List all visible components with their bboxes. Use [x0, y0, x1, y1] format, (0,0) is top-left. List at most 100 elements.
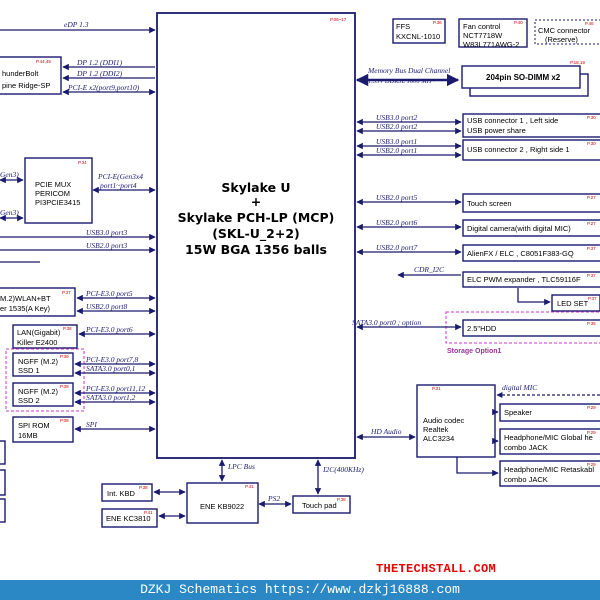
edp-label: eDP 1.3 [64, 20, 89, 29]
pcie78-label: PCI-E3.0 port7,8 [85, 355, 139, 364]
usb2-port2-label: USB2.0 port2 [376, 122, 418, 131]
storage-option-label: Storage Option1 [447, 348, 502, 355]
hd-audio-label: HD Audio [370, 427, 402, 436]
kc3810-page-ref: P.41 [144, 510, 153, 515]
wlan-label-1: M.2)WLAN+BT [0, 294, 51, 303]
so-dimm-front [461, 65, 581, 89]
wlan-label-2: er 1535(A Key) [0, 304, 51, 313]
pcie-mux-label-2: PERICOM [35, 189, 70, 198]
ssd1-page-ref: P.39 [60, 354, 69, 359]
fan-control-label-1: Fan control [463, 22, 501, 31]
ssd2-label-1: NGFF (M.2) [18, 387, 58, 396]
thunderbolt-label-1: hunderBolt [2, 69, 39, 78]
usb2-port6-label: USB2.0 port6 [376, 218, 418, 227]
i2c-label: I2C(400KHz) [322, 465, 364, 474]
usb2-port3-label: USB2.0 port3 [86, 241, 128, 250]
audio-codec-label-2: Realtek [423, 425, 449, 434]
thunderbolt-label-2: pine Ridge-SP [2, 81, 50, 90]
ssd1-label-1: NGFF (M.2) [18, 357, 58, 366]
digital-mic-label: digital MIC [502, 383, 538, 392]
int-kbd-page-ref: P.38 [139, 485, 148, 490]
pcie6-label: PCI-E3.0 port6 [85, 325, 133, 334]
sata01-label: SATA3.0 port0,1 [86, 364, 135, 373]
thunderbolt-page-ref: P.44,45 [36, 59, 51, 64]
elc-pwm-block [462, 271, 600, 288]
footer-banner[interactable]: DZKJ Schematics https://www.dzkj16888.co… [0, 580, 600, 600]
alienfx-page-ref: P.37 [587, 246, 596, 251]
cpu-block [156, 12, 356, 459]
alienfx-block [462, 244, 600, 262]
audio-codec-label-1: Audio codec [423, 416, 465, 425]
memory-bus-label-1: Memory Bus Dual Channel [367, 66, 450, 75]
pcie-mux-label-1: PCIE MUX [35, 180, 71, 189]
usb3-port1-label: USB3.0 port1 [376, 137, 417, 146]
left-edge-box-1 [0, 440, 6, 465]
camera-block [462, 219, 600, 237]
pcie-mux-label-3: PI3PCIE3415 [35, 198, 80, 207]
spi-rom-label-2: 16MB [18, 431, 38, 440]
pcie-mux-block [24, 157, 93, 224]
headphone-2-block [499, 460, 600, 487]
cpu-plus: + [251, 194, 261, 209]
elc-pwm-label: ELC PWM expander , TLC59116F [467, 275, 581, 284]
memory-bus-label-2: 1.35V DDR3L 1600 MH~ [368, 78, 435, 85]
ssd1-label-2: SSD 1 [18, 366, 40, 375]
audio-codec-page-ref: P.31 [432, 386, 441, 391]
headphone-1-page-ref: P.29 [587, 430, 596, 435]
touch-screen-label: Touch screen [467, 199, 512, 208]
audio-codec-label-3: ALC3234 [423, 434, 454, 443]
left-edge-box-2 [0, 469, 6, 496]
usb-connector-2-block [462, 139, 600, 161]
spi-rom-block [12, 416, 74, 443]
cpu-title: Skylake U [221, 180, 290, 195]
headphone-1-label-2: combo JACK [504, 443, 548, 452]
usb2-port5-label: USB2.0 port5 [376, 193, 418, 202]
usb-connector-1-block [462, 113, 600, 138]
cpu-spec: 15W BGA 1356 balls [185, 242, 327, 257]
hdd-page-ref: P.35 [587, 321, 596, 326]
camera-label: Digital camera(with digital MIC) [467, 224, 571, 233]
so-dimm-label: 204pin SO-DIMM x2 [486, 73, 561, 82]
usb2-port1-label: USB2.0 port1 [376, 146, 417, 155]
touchpad-label: Touch pad [302, 501, 337, 510]
watermark-text: THETECHSTALL.COM [376, 562, 497, 576]
hdd-block [462, 319, 600, 337]
ec-kb9022-block [186, 482, 259, 524]
ffs-page-ref: P.36 [433, 20, 442, 25]
cmc-label-2: (Reserve) [545, 35, 578, 44]
spi-rom-label-1: SPI ROM [18, 421, 50, 430]
led-set-page-ref: P.37 [588, 296, 597, 301]
fan-control-label-3: W83L771AWG-2 [463, 40, 519, 49]
touchpad-page-ref: P.38 [337, 497, 346, 502]
pcie-tb-label: PCI-E x2(port9,port10) [67, 83, 140, 92]
kc3810-block [101, 508, 158, 528]
int-kbd-label: Int. KBD [107, 489, 136, 498]
ffs-label-1: FFS [396, 22, 410, 31]
lan-label-1: LAN(Gigabit) [17, 328, 61, 337]
headphone-2-label-1: Headphone/MIC Retaskabl [504, 465, 594, 474]
left-edge-box-3 [0, 498, 6, 523]
fan-control-block [458, 18, 528, 48]
sata12-label: SATA3.0 port1,2 [86, 393, 136, 402]
cpu-variant: (SKL-U_2+2) [212, 226, 300, 242]
usb-connector-1-label-2: USB power share [467, 126, 526, 135]
spi-label: SPI [86, 420, 97, 429]
lan-block [12, 324, 78, 349]
usb-connector-1-page-ref: P.30 [587, 115, 596, 120]
cmc-page-ref: P.46 [585, 21, 594, 26]
ssd2-label-2: SSD 2 [18, 396, 40, 405]
hdd-label: 2.5"HDD [467, 324, 497, 333]
lan-label-2: Killer E2400 [17, 338, 57, 347]
dp2-label: DP 1.2 (DDI2) [76, 69, 123, 78]
pcie-mux-bus-label-1: PCI-E(Gen3x4 [97, 172, 143, 181]
spi-rom-page-ref: P.08 [60, 418, 69, 423]
alienfx-label: AlienFX / ELC , C8051F383-GQ [467, 249, 574, 258]
gen3-bot-label: Gen3) [0, 208, 19, 217]
so-dimm-page-ref: P.18,19 [570, 60, 585, 65]
ec-kb9022-page-ref: P.41 [245, 484, 254, 489]
cpu-pch: Skylake PCH-LP (MCP) [178, 210, 335, 225]
touch-screen-page-ref: P.27 [587, 195, 596, 200]
sata0-label: SATA3.0 port0 ; option [352, 318, 421, 327]
pcie5-label: PCI-E3.0 port5 [85, 289, 133, 298]
